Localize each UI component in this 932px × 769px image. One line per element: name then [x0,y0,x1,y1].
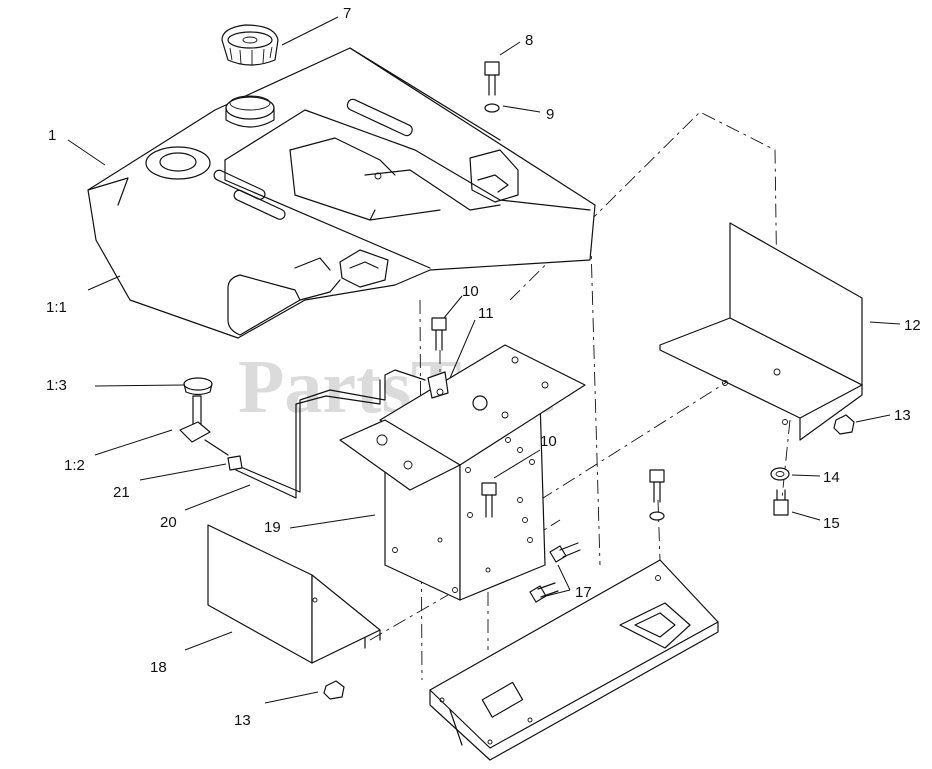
callout-1-1: 1:1 [46,299,67,316]
callout-13-bottom: 13 [234,712,251,729]
fuel-tank [87,47,596,339]
fuel-line [235,279,426,499]
clamp [427,371,449,399]
callout-10-lower: 10 [540,433,557,450]
callout-14: 14 [823,469,840,486]
fuel-cap [221,24,279,128]
callout-7: 7 [343,5,351,22]
callout-12: 12 [904,317,921,334]
callout-1-3: 1:3 [46,377,67,394]
callout-1-2: 1:2 [64,457,85,474]
callout-20: 20 [160,514,177,531]
hardware [179,61,855,700]
left-shield [207,524,381,664]
leader-lines [67,16,901,704]
callout-11: 11 [478,305,494,322]
callout-18: 18 [150,659,167,676]
callout-9: 9 [546,106,554,123]
callout-17: 17 [575,584,592,601]
callout-13-right: 13 [894,407,911,424]
right-bracket [659,222,863,441]
frame-rail [429,559,719,761]
callout-21: 21 [113,484,130,501]
callout-19: 19 [264,519,281,536]
callout-15: 15 [823,515,840,532]
callout-labels: 1 1:1 1:3 1:2 7 8 9 10 11 10 12 13 14 15… [46,5,921,729]
callout-8: 8 [525,32,533,49]
center-bracket [339,344,586,601]
callout-1: 1 [48,127,56,144]
callout-10-upper: 10 [462,283,479,300]
